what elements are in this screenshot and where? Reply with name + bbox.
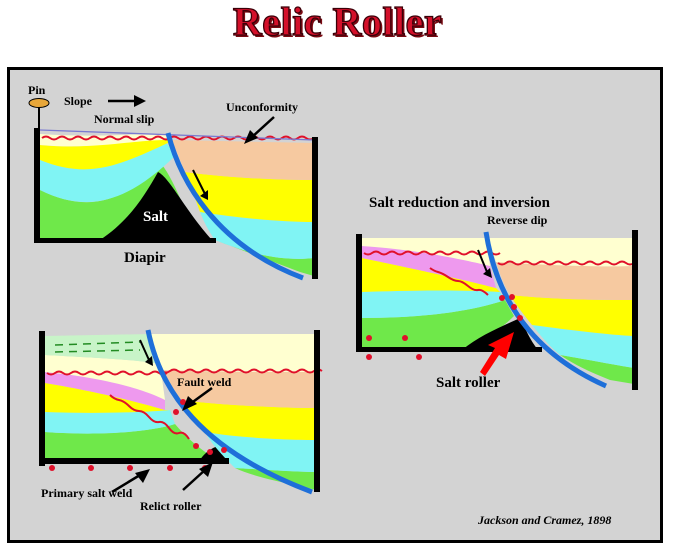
salt-roller-arrow — [480, 332, 514, 376]
label-normal-slip: Normal slip — [94, 112, 155, 126]
slip-arrow — [477, 249, 488, 273]
normal-fault — [165, 132, 304, 281]
label-slope: Slope — [64, 94, 93, 108]
label-citation: Jackson and Cramez, 1898 — [477, 513, 611, 527]
relict-roller-pointer-arrow — [182, 462, 213, 491]
unconformity-pointer-arrow — [244, 116, 275, 144]
hangingwall-yellow — [180, 400, 316, 440]
right-wall — [314, 330, 320, 492]
layer-cyan — [45, 410, 175, 434]
cross-section-diapir — [34, 128, 318, 281]
weld-dots — [366, 294, 523, 360]
slip-arrowhead — [145, 356, 153, 366]
cross-section-relict-roller — [39, 329, 323, 495]
bedding-dashes — [54, 341, 141, 353]
hangingwall-peach — [162, 370, 316, 408]
label-relict-roller: Relict roller — [140, 499, 202, 513]
weld-line — [109, 394, 190, 440]
unconformity-line-hw — [497, 260, 635, 266]
left-wall — [356, 234, 362, 352]
left-wall — [39, 331, 45, 466]
hangingwall-green — [560, 355, 634, 384]
hangingwall-cream — [150, 334, 316, 372]
normal-fault — [145, 329, 313, 495]
unconformity-line — [46, 370, 168, 376]
slip-arrow — [192, 169, 206, 195]
slope-arrow-icon — [108, 95, 146, 107]
base-line — [34, 238, 216, 243]
layer-green — [362, 300, 514, 350]
layer-yellow — [45, 383, 170, 413]
hangingwall-peach — [496, 262, 634, 300]
layer-pink — [45, 372, 165, 410]
pin-icon — [28, 98, 50, 128]
slip-arrowhead — [483, 268, 492, 278]
label-pin: Pin — [28, 83, 46, 97]
label-primary-salt-weld: Primary salt weld — [41, 486, 133, 500]
label-reverse-dip: Reverse dip — [487, 213, 548, 227]
right-wall — [632, 230, 638, 390]
unconformity-line — [41, 135, 315, 141]
unconformity-line — [363, 250, 501, 256]
hangingwall-yellow — [185, 172, 314, 222]
salt-diapir — [100, 172, 212, 240]
base-line — [39, 458, 229, 464]
salt-roller — [462, 318, 538, 350]
left-wall — [34, 128, 40, 242]
topographic-surface — [39, 129, 315, 141]
base-line — [356, 347, 542, 352]
label-unconformity: Unconformity — [226, 100, 298, 114]
hangingwall-peach — [172, 140, 314, 180]
slip-arrow — [139, 339, 150, 361]
page-title: Relic Roller — [232, 0, 443, 44]
label-diapir: Diapir — [124, 250, 166, 266]
layer-pink — [362, 246, 496, 288]
hangingwall-cyan — [205, 432, 316, 472]
layer-cream — [45, 355, 165, 400]
cross-section-salt-roller — [356, 230, 638, 390]
hangingwall-cyan — [200, 212, 314, 259]
unconformity-line-hw — [161, 368, 323, 374]
layer-lightgreen — [45, 334, 160, 364]
label-salt-reduction: Salt reduction and inversion — [369, 195, 551, 211]
fault-weld-pointer-arrow — [182, 386, 213, 411]
hangingwall-cyan — [532, 325, 634, 368]
label-salt-roller: Salt roller — [436, 375, 501, 391]
primary-weld-pointer-arrow — [111, 469, 150, 494]
hangingwall-yellow — [510, 295, 634, 336]
layer-yellow — [40, 135, 170, 170]
label-fault-weld: Fault weld — [177, 375, 232, 389]
layer-cyan — [362, 290, 505, 318]
weld-line — [429, 267, 489, 296]
label-salt: Salt — [143, 209, 168, 225]
hangingwall-cream — [488, 238, 634, 267]
right-wall — [312, 137, 318, 279]
slip-arrowhead — [200, 190, 208, 200]
